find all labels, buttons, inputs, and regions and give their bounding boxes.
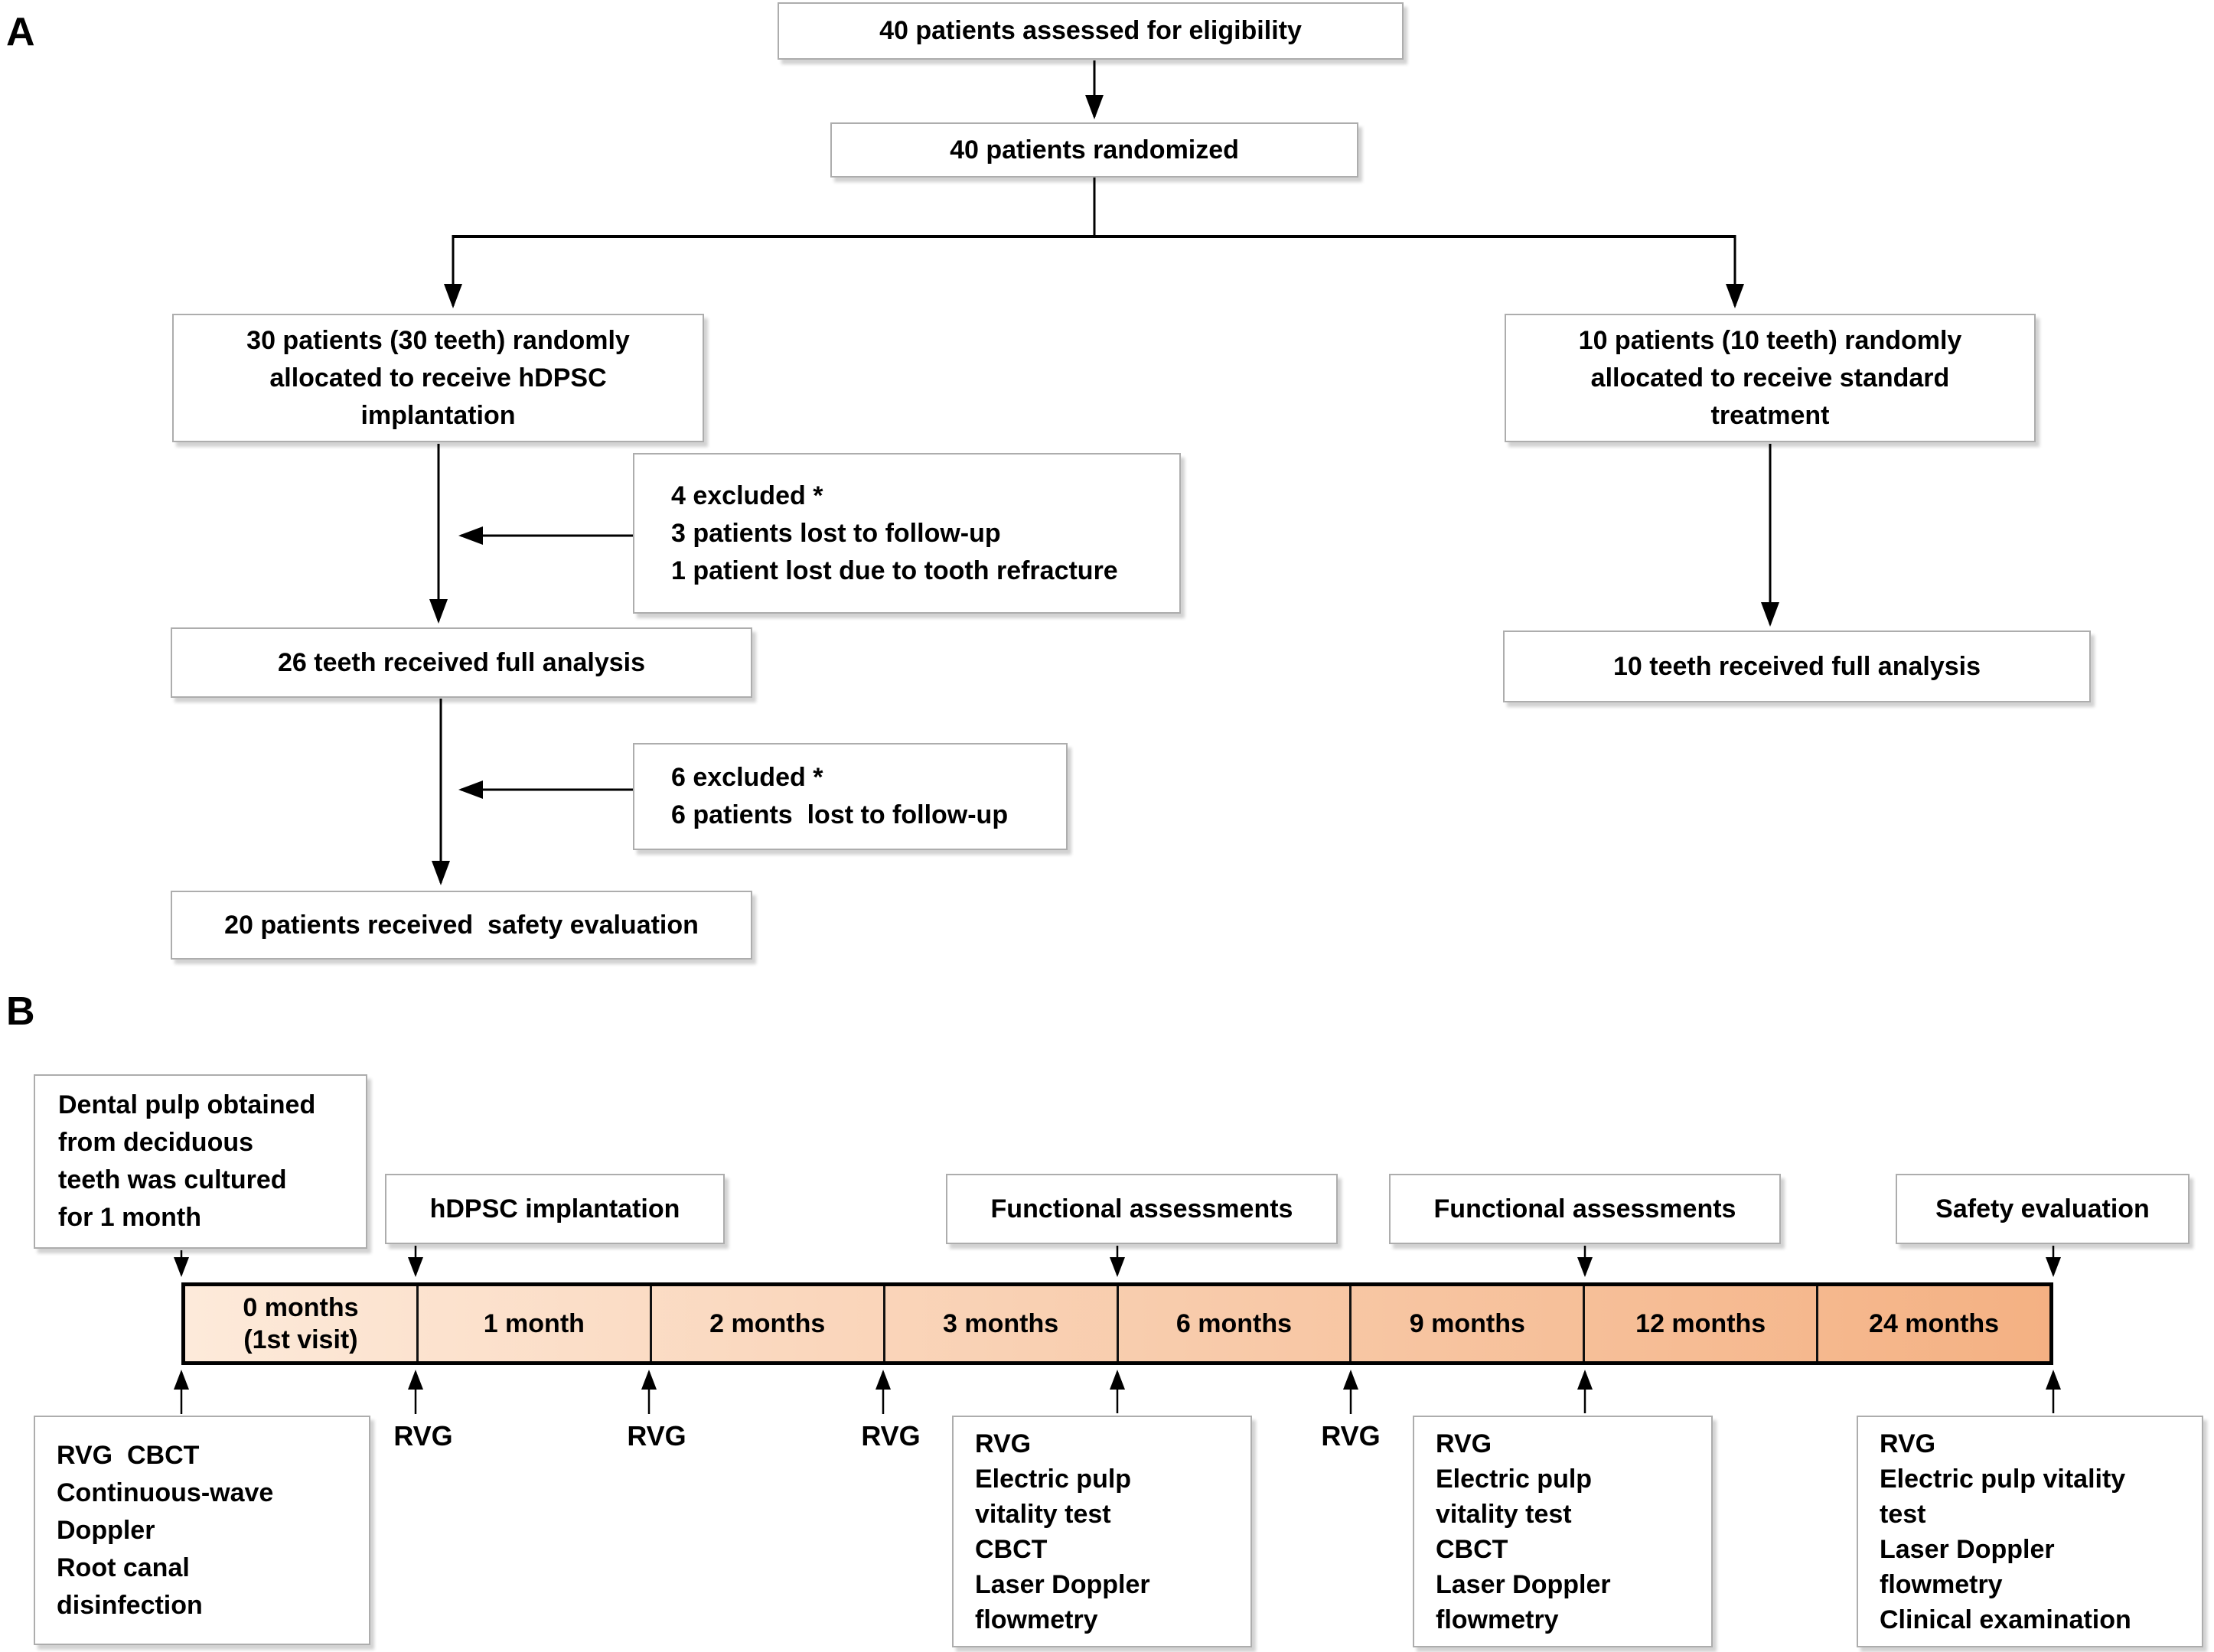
rvg-label: RVG xyxy=(861,1420,921,1452)
functional-assessments-text: Functional assessments xyxy=(1433,1194,1736,1224)
full-analysis-standard-text: 10 teeth received full analysis xyxy=(1612,651,1981,681)
box-line: Root canal xyxy=(57,1553,190,1582)
box-line: RVG xyxy=(1436,1429,1492,1458)
box-line: 6 excluded * xyxy=(671,763,823,792)
assessment-box-24months: RVG Electric pulp vitality test Laser Do… xyxy=(1857,1416,2203,1647)
segment-label: 9 months xyxy=(1409,1309,1525,1338)
box-line: flowmetry xyxy=(975,1605,1098,1634)
box-line: RVG CBCT xyxy=(57,1440,200,1470)
segment-label: 6 months xyxy=(1175,1309,1292,1338)
timeline-bar: 0 months (1st visit) 1 month 2 months 3 … xyxy=(181,1282,2053,1365)
box-line: RVG xyxy=(1880,1429,1936,1458)
assessment-box-9months: RVG Electric pulp vitality test CBCT Las… xyxy=(1413,1416,1713,1647)
box-line: Laser Doppler xyxy=(1436,1569,1611,1599)
segment-label: 3 months xyxy=(943,1309,1059,1338)
safety-evaluation-label-box: Safety evaluation xyxy=(1896,1174,2190,1244)
hdpsc-allocation-box: 30 patients (30 teeth) randomly allocate… xyxy=(172,314,704,442)
box-line: Laser Doppler xyxy=(975,1569,1150,1599)
safety-evaluation-text: 20 patients received safety evaluation xyxy=(224,910,699,940)
segment-label: 0 months xyxy=(243,1293,359,1322)
box-line: allocated to receive hDPSC xyxy=(269,363,607,393)
box-line: 30 patients (30 teeth) randomly xyxy=(246,325,630,355)
box-line: 3 patients lost to follow-up xyxy=(671,518,1001,548)
box-line: Continuous-wave xyxy=(57,1478,274,1507)
hdpsc-implantation-box: hDPSC implantation xyxy=(385,1174,725,1244)
timeline-segment-0months: 0 months (1st visit) xyxy=(185,1286,419,1361)
eligibility-text: 40 patients assessed for eligibility xyxy=(879,16,1302,45)
box-line: Laser Doppler xyxy=(1880,1534,2055,1564)
box-line: test xyxy=(1880,1499,1926,1529)
full-analysis-hdpsc-text: 26 teeth received full analysis xyxy=(277,647,646,677)
box-line: 6 patients lost to follow-up xyxy=(671,800,1009,829)
eligibility-box: 40 patients assessed for eligibility xyxy=(778,2,1404,60)
box-line: 10 patients (10 teeth) randomly xyxy=(1578,325,1962,355)
box-line: 4 excluded * xyxy=(671,481,823,510)
box-line: flowmetry xyxy=(1880,1569,2003,1599)
box-line: Electric pulp xyxy=(1436,1464,1593,1494)
box-line: CBCT xyxy=(975,1534,1048,1564)
box-line: from deciduous xyxy=(58,1128,254,1157)
timeline-segment-6months: 6 months xyxy=(1119,1286,1352,1361)
timeline-segment-2months: 2 months xyxy=(652,1286,885,1361)
functional-assessments-box-1: Functional assessments xyxy=(946,1174,1338,1244)
timeline-segment-3months: 3 months xyxy=(885,1286,1119,1361)
segment-label: 12 months xyxy=(1635,1309,1766,1338)
exclusion-box-1: 4 excluded * 3 patients lost to follow-u… xyxy=(633,453,1181,614)
box-line: treatment xyxy=(1710,400,1830,430)
timeline-segment-12months: 12 months xyxy=(1585,1286,1819,1361)
assessment-box-3months: RVG Electric pulp vitality test CBCT Las… xyxy=(952,1416,1252,1647)
panel-a-label: A xyxy=(6,10,35,54)
rvg-label: RVG xyxy=(393,1420,453,1452)
standard-allocation-box: 10 patients (10 teeth) randomly allocate… xyxy=(1505,314,2036,442)
functional-assessments-box-2: Functional assessments xyxy=(1389,1174,1781,1244)
randomized-box: 40 patients randomized xyxy=(830,122,1358,178)
safety-evaluation-box: 20 patients received safety evaluation xyxy=(171,891,752,960)
segment-label: 2 months xyxy=(709,1309,826,1338)
box-line: flowmetry xyxy=(1436,1605,1559,1634)
timeline-segment-24months: 24 months xyxy=(1818,1286,2049,1361)
rvg-label: RVG xyxy=(1321,1420,1381,1452)
segment-label: 24 months xyxy=(1869,1309,2000,1338)
rvg-label: RVG xyxy=(627,1420,686,1452)
segment-label: (1st visit) xyxy=(243,1325,358,1354)
hdpsc-implantation-text: hDPSC implantation xyxy=(429,1194,680,1224)
box-line: CBCT xyxy=(1436,1534,1508,1564)
box-line: Electric pulp vitality xyxy=(1880,1464,2126,1494)
randomized-text: 40 patients randomized xyxy=(950,135,1239,165)
box-line: for 1 month xyxy=(58,1203,201,1232)
box-line: Dental pulp obtained xyxy=(58,1090,316,1119)
safety-evaluation-label-text: Safety evaluation xyxy=(1935,1194,2150,1224)
box-line: allocated to receive standard xyxy=(1590,363,1950,393)
functional-assessments-text: Functional assessments xyxy=(990,1194,1293,1224)
timeline-segment-1month: 1 month xyxy=(419,1286,652,1361)
box-line: disinfection xyxy=(57,1590,203,1620)
exclusion-box-2: 6 excluded * 6 patients lost to follow-u… xyxy=(633,743,1068,850)
timeline-segment-9months: 9 months xyxy=(1352,1286,1586,1361)
box-line: RVG xyxy=(975,1429,1032,1458)
full-analysis-standard-box: 10 teeth received full analysis xyxy=(1503,630,2091,702)
box-line: Doppler xyxy=(57,1515,155,1545)
box-line: vitality test xyxy=(1436,1499,1572,1529)
panel-b-label: B xyxy=(6,989,35,1034)
dental-pulp-box: Dental pulp obtained from deciduous teet… xyxy=(34,1074,367,1249)
box-line: Clinical examination xyxy=(1880,1605,2131,1634)
box-line: implantation xyxy=(360,400,516,430)
segment-label: 1 month xyxy=(483,1309,585,1338)
box-line: 1 patient lost due to tooth refracture xyxy=(671,556,1118,585)
full-analysis-hdpsc-box: 26 teeth received full analysis xyxy=(171,627,752,698)
box-line: Electric pulp xyxy=(975,1464,1132,1494)
box-line: teeth was cultured xyxy=(58,1165,287,1194)
box-line: vitality test xyxy=(975,1499,1111,1529)
baseline-assessments-box: RVG CBCT Continuous-wave Doppler Root ca… xyxy=(34,1416,370,1645)
